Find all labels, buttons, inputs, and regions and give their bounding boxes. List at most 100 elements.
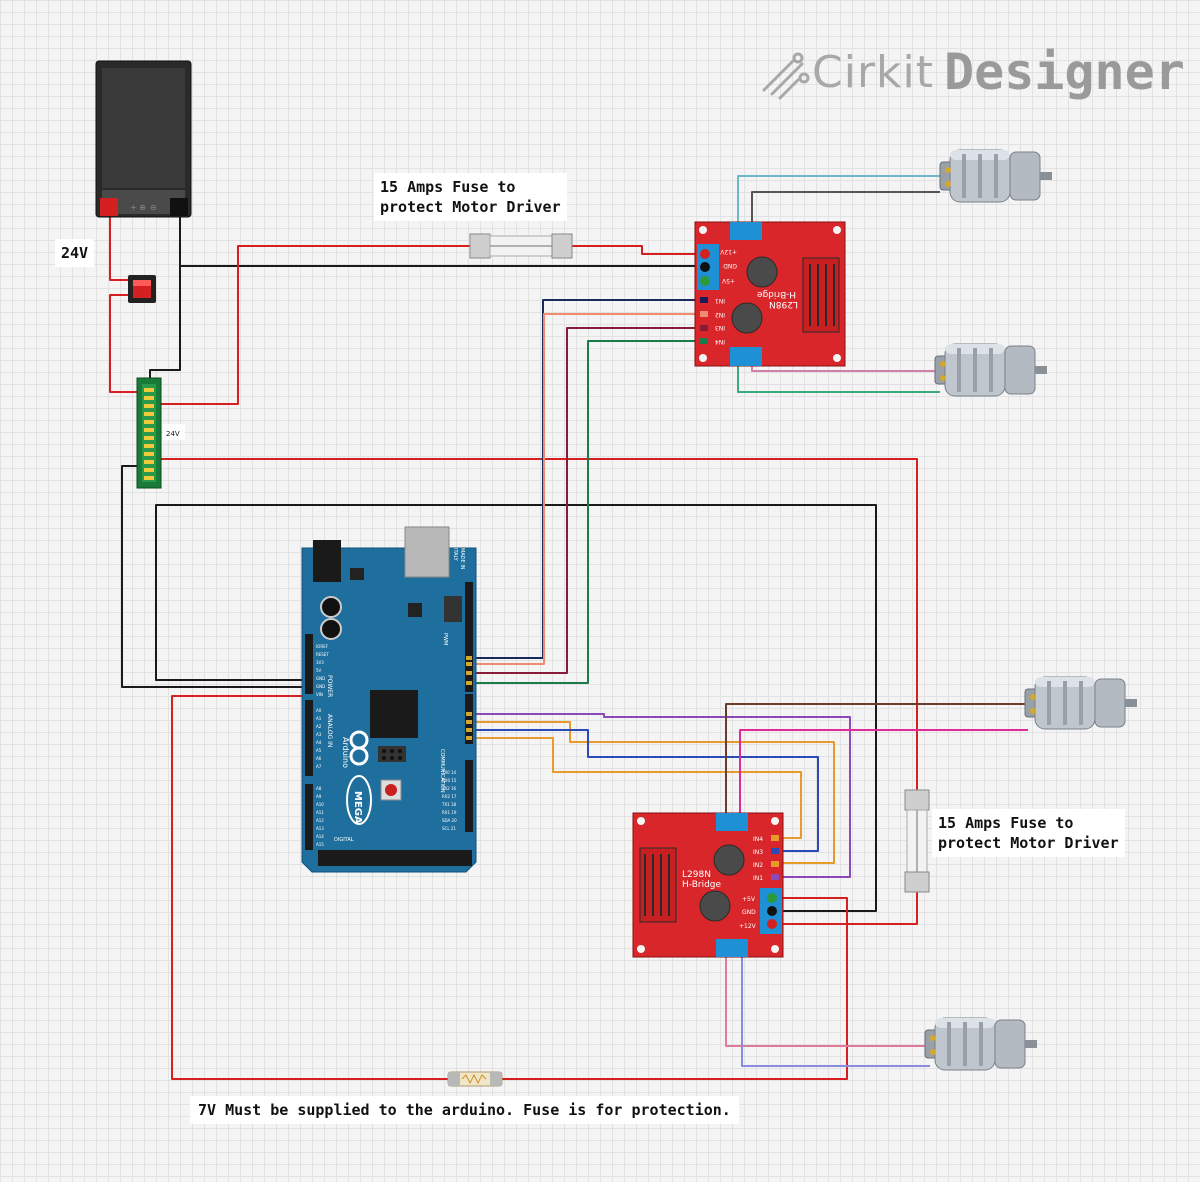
arduino-pin-gnd2: GND bbox=[316, 684, 325, 689]
atmega-chip bbox=[370, 690, 418, 738]
wire-en-top bbox=[466, 313, 703, 665]
arduino-pin-a10: A10 bbox=[316, 802, 324, 807]
cirkit-logo-icon bbox=[762, 52, 810, 100]
driver-bottom-motor-a-terminal bbox=[716, 813, 748, 831]
arduino-pin-gnd1: GND bbox=[316, 676, 325, 681]
arduino-pin-reset: RESET bbox=[316, 652, 329, 657]
battery-negative-terminal bbox=[170, 198, 188, 216]
wire-in4-bottom bbox=[466, 737, 802, 839]
svg-text:+ ⊕: + ⊕ bbox=[130, 203, 146, 212]
wire-battery-gnd-to-driver-top bbox=[179, 216, 700, 267]
driver-top-type: H-Bridge bbox=[757, 289, 796, 299]
wire-battery-gnd-to-terminal bbox=[149, 216, 181, 378]
driver-top-pin-gnd: GND bbox=[723, 262, 737, 269]
dc-jack bbox=[313, 540, 341, 582]
arduino-comm-header: COMMUNICATION bbox=[439, 749, 445, 793]
cirkit-designer-logo: Cirkit Designer bbox=[812, 40, 1185, 104]
note-arduino-supply: 7V Must be supplied to the arduino. Fuse… bbox=[190, 1096, 739, 1124]
arduino-pin-a12: A12 bbox=[316, 818, 324, 823]
wire-motor2-a bbox=[737, 360, 940, 393]
battery-positive-terminal bbox=[100, 198, 118, 216]
wire-fuse-top-to-driver bbox=[572, 245, 703, 255]
dc-motor-3[interactable] bbox=[1024, 676, 1138, 730]
logo-brand: Cirkit bbox=[812, 46, 934, 98]
wire-fuse-right-to-driver bbox=[773, 892, 918, 925]
dc-motor-4[interactable] bbox=[924, 1017, 1038, 1071]
driver-bottom-pin-gnd: GND bbox=[742, 909, 756, 916]
arduino-pin-sda: SDA 20 bbox=[442, 818, 457, 823]
driver-bottom-pin-5v: +5V bbox=[742, 896, 756, 903]
driver-top-motor-b-terminal bbox=[730, 347, 762, 366]
arduino-mega[interactable]: MEGA Arduino MADE IN ITALY POWER ANALOG … bbox=[301, 526, 477, 873]
wire-in2-top bbox=[466, 327, 703, 674]
arduino-pin-a15: A15 bbox=[316, 842, 324, 847]
terminal-block[interactable]: 24V bbox=[136, 377, 185, 489]
arduino-pin-ioref: IOREF bbox=[316, 644, 329, 649]
note-battery-voltage: 24V bbox=[55, 239, 95, 267]
arduino-pwm-header: PWM bbox=[442, 633, 448, 645]
dc-motor-1[interactable] bbox=[939, 149, 1053, 203]
driver-bottom-pin-in2: IN2 bbox=[753, 862, 763, 869]
driver-top-pin-in3: IN3 bbox=[715, 324, 725, 331]
note-fuse-top: 15 Amps Fuse to protect Motor Driver bbox=[374, 173, 567, 221]
wire-switch-to-terminal bbox=[109, 294, 140, 393]
wire-in2-bottom bbox=[466, 721, 835, 864]
arduino-pin-a2: A2 bbox=[316, 724, 322, 729]
wire-arduino-gnd-to-driver-bottom bbox=[155, 504, 877, 912]
arduino-pin-3v3: 3V3 bbox=[316, 660, 324, 665]
wire-in4-top bbox=[466, 340, 703, 684]
driver-top-pin-in4: IN4 bbox=[715, 338, 725, 345]
svg-text:⊖: ⊖ bbox=[150, 203, 157, 212]
arduino-pin-a9: A9 bbox=[316, 794, 322, 799]
arduino-pin-a8: A8 bbox=[316, 786, 322, 791]
arduino-analog-header: ANALOG IN bbox=[326, 714, 333, 747]
arduino-pin-a3: A3 bbox=[316, 732, 322, 737]
dc-motor-2[interactable] bbox=[934, 343, 1048, 397]
wire-motor1-b bbox=[751, 191, 940, 228]
battery[interactable]: + ⊕ ⊖ bbox=[95, 60, 192, 218]
arduino-made-in: MADE IN bbox=[459, 548, 465, 570]
wire-motor3-a bbox=[725, 703, 1028, 818]
driver-bottom-pin-in4: IN4 bbox=[753, 836, 763, 843]
arduino-country: ITALY bbox=[452, 548, 458, 562]
driver-bottom-pin-in1: IN1 bbox=[753, 875, 763, 882]
arduino-pin-a0: A0 bbox=[316, 708, 322, 713]
arduino-pin-a11: A11 bbox=[316, 810, 324, 815]
arduino-pin-a7: A7 bbox=[316, 764, 322, 769]
wire-motor4-a bbox=[725, 950, 930, 1047]
arduino-pin-a5: A5 bbox=[316, 748, 322, 753]
arduino-power-header: POWER bbox=[326, 675, 333, 697]
fuse-bottom[interactable] bbox=[447, 1071, 503, 1087]
driver-bottom-pin-12v: +12V bbox=[739, 923, 757, 930]
wire-arduino-vin-to-fuse bbox=[171, 695, 450, 1080]
motor-driver-bottom[interactable]: +5V GND +12V IN4 IN3 IN2 IN1 L298N H-Bri… bbox=[632, 812, 784, 958]
arduino-logo-icon bbox=[349, 730, 369, 766]
wire-in3-bottom bbox=[466, 729, 819, 852]
arduino-pin-tx1: TX1 18 bbox=[441, 802, 457, 807]
wire-motor3-b bbox=[739, 729, 1028, 818]
wire-fuse-bottom-to-driver bbox=[500, 897, 848, 1080]
terminal-block-label: 24V bbox=[166, 430, 180, 438]
arduino-pin-vin: VIN bbox=[316, 692, 323, 697]
driver-top-chip: L298N bbox=[769, 299, 798, 309]
fuse-top[interactable] bbox=[469, 233, 573, 259]
wire-terminal-gnd-to-arduino bbox=[121, 465, 310, 688]
arduino-pin-tx0: TX0 14 bbox=[441, 770, 457, 775]
driver-top-pin-in1: IN1 bbox=[715, 297, 725, 304]
driver-bottom-pin-in3: IN3 bbox=[753, 849, 763, 856]
motor-driver-top[interactable]: +12V GND +5V IN1 IN2 IN3 IN4 L298N H-Bri… bbox=[694, 221, 846, 367]
wire-in1-top bbox=[466, 299, 703, 659]
usb-port bbox=[404, 526, 450, 578]
arduino-digital-header: DIGITAL bbox=[334, 837, 354, 843]
driver-top-pin-in2: IN2 bbox=[715, 311, 725, 318]
logo-product: Designer bbox=[944, 43, 1185, 101]
arduino-pin-a4: A4 bbox=[316, 740, 322, 745]
fuse-right[interactable] bbox=[904, 789, 930, 893]
wire-terminal-to-fuse-right bbox=[160, 458, 918, 790]
driver-bottom-chip: L298N bbox=[682, 870, 711, 880]
rocker-switch[interactable] bbox=[128, 275, 156, 303]
arduino-pin-a1: A1 bbox=[316, 716, 322, 721]
driver-bottom-type: H-Bridge bbox=[682, 880, 721, 890]
wire-motor1-a bbox=[737, 175, 940, 228]
